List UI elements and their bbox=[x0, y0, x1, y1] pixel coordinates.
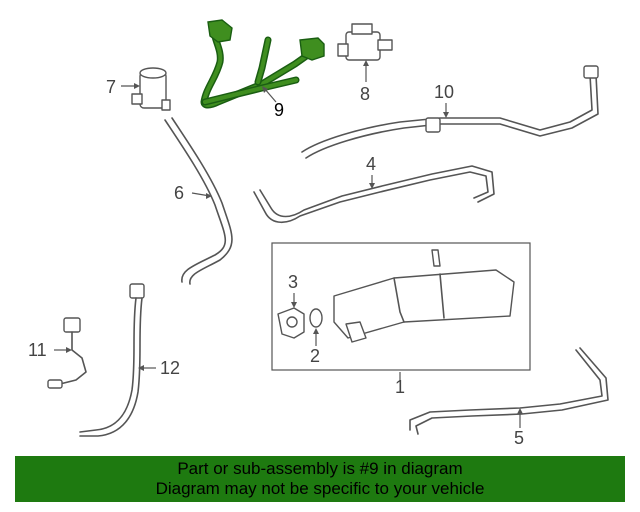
part-10-tube[interactable] bbox=[301, 65, 599, 159]
part-11-sensor[interactable] bbox=[47, 317, 87, 389]
callout-1: 1 bbox=[395, 377, 405, 397]
part-5-tube[interactable] bbox=[409, 347, 609, 435]
footer-line-1: Part or sub-assembly is #9 in diagram bbox=[177, 459, 463, 478]
callout-10: 10 bbox=[434, 82, 454, 102]
part-6-hose[interactable] bbox=[164, 117, 233, 285]
callout-12: 12 bbox=[160, 358, 180, 378]
callout-8: 8 bbox=[360, 84, 370, 104]
part-1-canister-group[interactable] bbox=[271, 242, 531, 371]
callout-6: 6 bbox=[174, 183, 184, 203]
part-8-valve[interactable] bbox=[337, 23, 393, 61]
part-3-pump[interactable] bbox=[277, 307, 305, 339]
part-7-solenoid[interactable] bbox=[131, 67, 171, 111]
part-2-o-ring[interactable] bbox=[309, 308, 323, 328]
footer-banner: Part or sub-assembly is #9 in diagram Di… bbox=[15, 456, 625, 502]
callout-4: 4 bbox=[366, 154, 376, 174]
part-9-hose-assembly[interactable] bbox=[200, 19, 325, 109]
callout-3: 3 bbox=[288, 272, 298, 292]
callout-7: 7 bbox=[106, 77, 116, 97]
callout-5: 5 bbox=[514, 428, 524, 448]
part-4-tube[interactable] bbox=[253, 165, 495, 224]
parts-diagram: 1 2 3 4 5 6 7 8 9 10 11 12 bbox=[28, 19, 609, 448]
callout-labels: 1 2 3 4 5 6 7 8 9 10 11 12 bbox=[28, 77, 524, 448]
part-12-hose[interactable] bbox=[79, 283, 145, 437]
callout-9: 9 bbox=[274, 100, 284, 120]
leader-lines bbox=[54, 60, 523, 428]
footer-line-2: Diagram may not be specific to your vehi… bbox=[155, 479, 485, 498]
callout-2: 2 bbox=[310, 346, 320, 366]
callout-11: 11 bbox=[28, 340, 47, 360]
